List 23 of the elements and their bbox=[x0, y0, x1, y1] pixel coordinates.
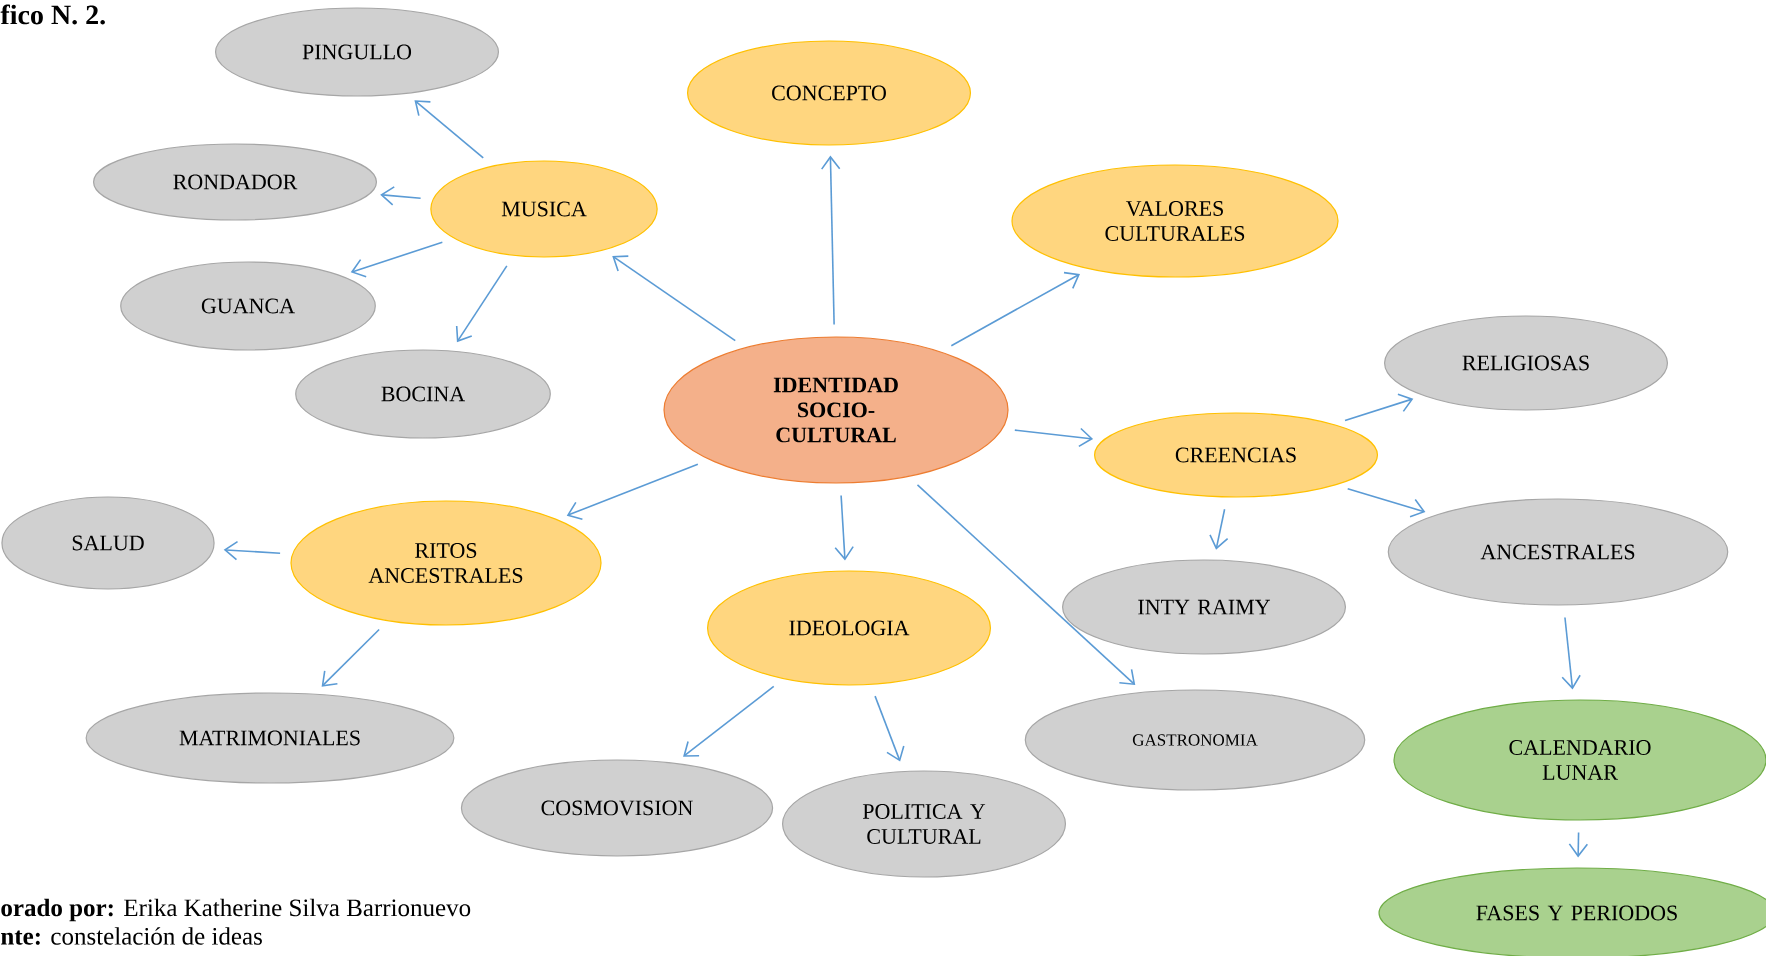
arrow bbox=[1568, 831, 1589, 858]
arrow bbox=[321, 628, 380, 687]
arrow bbox=[950, 271, 1080, 347]
arrow bbox=[1561, 616, 1581, 690]
arrow bbox=[1014, 427, 1094, 448]
arrow bbox=[414, 100, 485, 159]
arrow bbox=[834, 494, 854, 561]
figure-title: fico N. 2. bbox=[0, 4, 105, 25]
arrow bbox=[1344, 393, 1414, 422]
arrow bbox=[820, 155, 841, 326]
arrow bbox=[350, 241, 444, 278]
credit-line: nte: constelación de ideas bbox=[1, 927, 262, 945]
arrow bbox=[874, 695, 905, 762]
arrow bbox=[1209, 508, 1229, 550]
arrow bbox=[455, 265, 508, 343]
arrow bbox=[612, 255, 737, 342]
arrow bbox=[566, 463, 699, 520]
arrow bbox=[1346, 487, 1426, 518]
arrow bbox=[380, 186, 422, 206]
credit-line: orado por: Erika Katherine Silva Barrionuevo bbox=[1, 898, 471, 922]
arrow bbox=[223, 540, 281, 561]
arrow bbox=[916, 484, 1136, 686]
arrow bbox=[683, 685, 775, 757]
